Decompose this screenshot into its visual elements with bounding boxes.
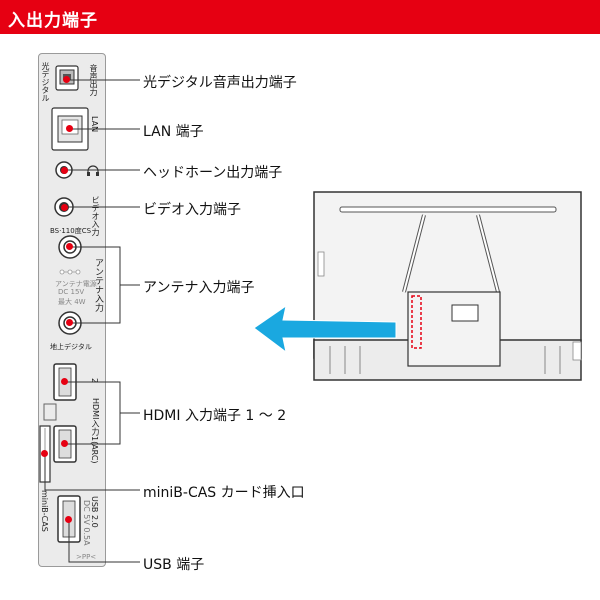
antenna-power-symbol — [59, 269, 81, 275]
antenna-port-label: アンテナ入力 — [93, 258, 103, 312]
hdmi-2-label: 2 — [90, 378, 99, 384]
page-title: 入出力端子 — [8, 11, 98, 31]
callout-lines — [44, 79, 140, 563]
hdmi2-marker — [61, 378, 68, 385]
optical-marker — [63, 76, 70, 83]
headphone-marker — [61, 167, 68, 174]
callout-lan: LAN 端子 — [143, 124, 204, 140]
header-bar: 入出力端子 — [0, 0, 600, 34]
video-port-label: ビデオ入力 — [91, 196, 100, 236]
hdmi1-marker — [61, 440, 68, 447]
optical-side-label: 光デジタル — [41, 62, 50, 102]
callout-hdmi: HDMI 入力端子 1 ～ 2 — [143, 408, 287, 424]
callout-usb: USB 端子 — [143, 557, 205, 573]
bs-label: BS·110度CS — [50, 227, 92, 235]
minibcas-marker — [41, 450, 48, 457]
optical-port-label: 音声出力 — [89, 64, 98, 96]
minibcas-side-label: miniB-CAS — [40, 490, 49, 532]
location-arrow-icon — [253, 304, 397, 354]
headphone-icon — [87, 165, 99, 176]
terrestrial-antenna-marker — [66, 319, 73, 326]
hdmi-port-label: HDMI入力 — [91, 398, 100, 436]
callout-optical: 光デジタル音声出力端子 — [143, 75, 297, 91]
hdmi-port-1 — [53, 425, 77, 463]
callout-minibcas: miniB-CAS カード挿入口 — [143, 485, 305, 501]
cable-clip-icon — [43, 403, 57, 421]
pp-mark: >PP< — [76, 553, 97, 561]
usb-port-label: USB 2.0 — [90, 496, 99, 528]
callout-antenna: アンテナ入力端子 — [143, 280, 255, 296]
lan-port-label: LAN — [90, 116, 99, 133]
antenna-dc-label: DC 15V — [58, 288, 85, 296]
tv-rear-illustration — [313, 191, 582, 381]
antenna-power-label: アンテナ電源 — [55, 280, 97, 288]
terrestrial-label: 地上デジタル — [50, 343, 92, 351]
callout-headphone: ヘッドホーン出力端子 — [143, 165, 283, 181]
callout-video: ビデオ入力端子 — [143, 202, 241, 218]
bs-antenna-marker — [66, 243, 73, 250]
video-marker — [61, 204, 68, 211]
antenna-max-label: 最大 4W — [58, 298, 86, 306]
usb-power-label: DC 5V 0.5A — [82, 500, 91, 546]
lan-marker — [66, 125, 73, 132]
hdmi-1-label: 1(ARC) — [90, 436, 99, 464]
usb-marker — [65, 516, 72, 523]
